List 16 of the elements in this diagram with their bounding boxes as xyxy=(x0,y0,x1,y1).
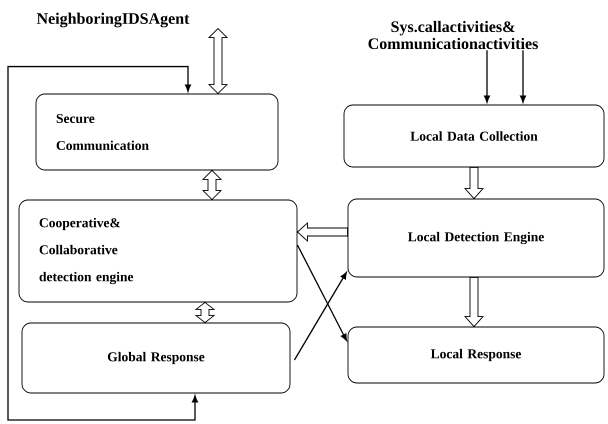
process-box: Cooperative& Collaborative detection engine xyxy=(18,200,298,302)
process-box: Global Response xyxy=(22,322,290,394)
source-label: Sys.callactivities& Communicationactivities xyxy=(368,20,538,50)
arrow xyxy=(7,66,198,421)
block-arrow xyxy=(464,277,484,328)
process-box: Local Data Collection xyxy=(344,104,604,168)
process-box: Local Detection Engine xyxy=(348,198,604,278)
process-box: Secure Communication xyxy=(36,94,278,170)
arrow xyxy=(296,244,348,341)
arrow xyxy=(520,50,526,103)
arrow xyxy=(484,50,490,103)
block-arrow xyxy=(464,167,484,200)
source-label: NeighboringIDSAgent xyxy=(36,12,190,28)
process-box: Local Response xyxy=(348,326,604,384)
arrow xyxy=(294,272,347,360)
block-arrow xyxy=(296,222,348,242)
